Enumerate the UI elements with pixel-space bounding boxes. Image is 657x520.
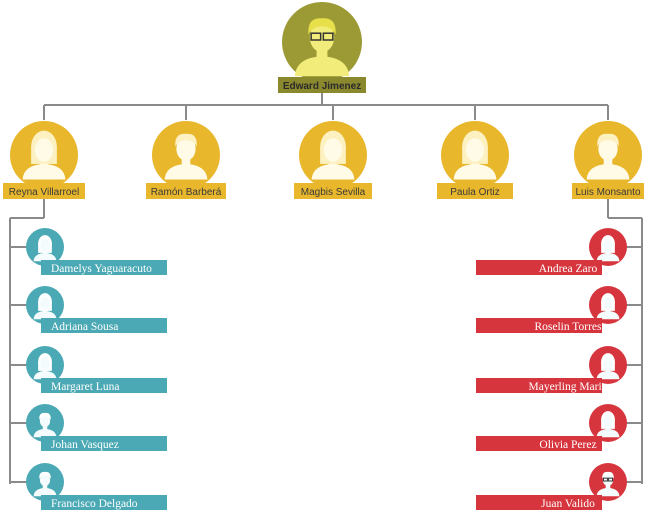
manager-label: Magbis Sevilla — [301, 187, 366, 198]
manager-label: Ramón Barberá — [151, 187, 222, 198]
member-node[interactable]: Margaret Luna — [26, 346, 167, 393]
woman-icon — [596, 353, 620, 380]
manager-node[interactable]: Paula Ortiz — [437, 121, 513, 199]
woman-icon — [596, 235, 620, 262]
member-label-bg — [41, 378, 167, 393]
member-label: Mayerling Marin — [529, 381, 608, 393]
manager-label-bg — [572, 183, 644, 199]
member-node[interactable]: Adriana Sousa — [26, 286, 167, 333]
member-label: Margaret Luna — [51, 381, 119, 393]
member-label-bg — [476, 378, 602, 393]
manager-node[interactable]: Luis Monsanto — [572, 121, 644, 199]
man-glasses-icon — [596, 471, 620, 497]
member-label: Adriana Sousa — [51, 321, 118, 333]
manager-label-bg — [146, 183, 226, 199]
man-icon — [33, 471, 57, 497]
member-node[interactable]: Roselin Torres — [476, 286, 627, 333]
member-node[interactable]: Andrea Zaro — [476, 228, 627, 275]
member-node[interactable]: Juan Valido — [476, 463, 627, 510]
woman-icon — [311, 130, 355, 180]
woman-icon — [33, 353, 57, 380]
manager-node[interactable]: Ramón Barberá — [146, 121, 226, 199]
member-node[interactable]: Johan Vasquez — [26, 404, 167, 451]
member-node[interactable]: Olivia Perez — [476, 404, 627, 451]
manager-label: Reyna Villarroel — [9, 187, 79, 198]
member-label-bg — [476, 318, 602, 333]
manager-row: Reyna Villarroel Ramón Barberá Magbis Sevi… — [3, 121, 644, 199]
member-label: Roselin Torres — [534, 321, 602, 333]
manager-label: Paula Ortiz — [450, 187, 499, 198]
manager-label-bg — [3, 183, 85, 199]
manager-label-bg — [437, 183, 513, 199]
member-label: Francisco Delgado — [51, 498, 138, 510]
member-label: Juan Valido — [541, 498, 595, 510]
man-glasses-icon — [294, 18, 350, 77]
member-label-bg — [476, 436, 602, 451]
member-node[interactable]: Damelys Yaguaracuto — [26, 228, 167, 275]
member-node[interactable]: Francisco Delgado — [26, 463, 167, 510]
man-icon — [164, 133, 208, 180]
member-label: Olivia Perez — [539, 439, 596, 451]
member-node[interactable]: Mayerling Marin — [476, 346, 627, 393]
woman-icon — [453, 130, 497, 180]
manager-label: Luis Monsanto — [575, 187, 640, 198]
manager-node[interactable]: Magbis Sevilla — [294, 121, 372, 199]
member-label: Johan Vasquez — [51, 439, 119, 451]
root-node[interactable]: Edward Jimenez — [278, 2, 366, 93]
root-label-bg — [278, 77, 366, 93]
member-label-bg — [476, 495, 602, 510]
woman-icon — [596, 293, 620, 320]
woman-icon — [33, 293, 57, 320]
woman-icon — [33, 235, 57, 262]
woman-icon — [596, 411, 620, 438]
member-label-bg — [476, 260, 602, 275]
root-label: Edward Jimenez — [283, 81, 361, 92]
member-label: Damelys Yaguaracuto — [51, 263, 152, 275]
man-icon — [33, 412, 57, 438]
man-icon — [586, 133, 630, 180]
manager-label-bg — [294, 183, 372, 199]
member-label-bg — [41, 436, 167, 451]
member-label-bg — [41, 495, 167, 510]
member-label-bg — [41, 318, 167, 333]
manager-node[interactable]: Reyna Villarroel — [3, 121, 85, 199]
member-label: Andrea Zaro — [539, 263, 598, 275]
member-label-bg — [41, 260, 167, 275]
woman-icon — [22, 130, 66, 180]
